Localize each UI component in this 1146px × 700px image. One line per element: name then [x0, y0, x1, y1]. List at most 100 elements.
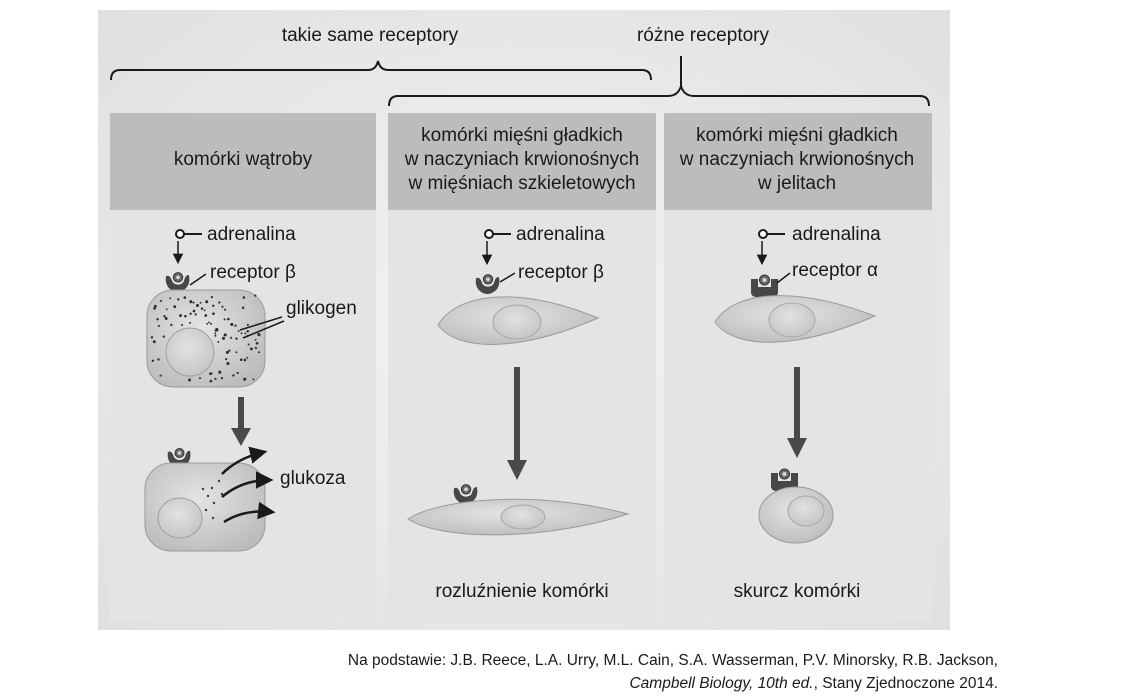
glycogen-granule [208, 321, 210, 324]
glycogen-granule [189, 312, 192, 315]
glycogen-granule [169, 297, 172, 300]
glycogen-granule [205, 300, 209, 304]
glycogen-granule [188, 378, 191, 382]
glycogen-granule [218, 370, 222, 374]
glycogen-granule [247, 343, 250, 346]
glycogen-granule [221, 305, 224, 308]
glycogen-granule [243, 358, 247, 362]
glycogen-granule [222, 336, 225, 339]
adrenaline-molecule-icon [758, 229, 768, 239]
process-arrow-head [507, 460, 527, 480]
panel-title-line: komórki wątroby [174, 149, 313, 170]
glycogen-granule [237, 329, 240, 332]
panel-title-line: w jelitach [757, 173, 836, 194]
receptor-label: receptor β [210, 262, 296, 283]
glycogen-granule [232, 374, 235, 377]
panel-header [110, 113, 376, 210]
glycogen-granule [230, 336, 233, 339]
glycogen-granule [209, 379, 213, 383]
glycogen-granule [223, 318, 226, 321]
brace-same [110, 60, 652, 81]
glycogen-granule [252, 378, 255, 381]
glycogen-granule [151, 359, 155, 363]
panel-header [664, 113, 932, 210]
citation-line-1: Na podstawie: J.B. Reece, L.A. Urry, M.L… [347, 652, 998, 669]
glycogen-granule [200, 307, 204, 310]
glycogen-granule [224, 308, 227, 311]
glycogen-granule [255, 341, 259, 345]
glucose-label: glukoza [280, 468, 346, 489]
adrenaline-molecule-icon [484, 229, 494, 239]
glycogen-leader [239, 316, 283, 331]
glycogen-granule [242, 296, 246, 299]
receptor-label: receptor α [792, 260, 878, 281]
glycogen-granule [223, 333, 227, 337]
glycogen-granule [181, 323, 184, 327]
glycogen-dots [150, 294, 261, 383]
receptor-label: receptor β [518, 262, 604, 283]
adrenaline-label: adrenalina [207, 224, 296, 245]
glycogen-granule [235, 351, 238, 354]
glycogen-granule [236, 371, 239, 375]
glycogen-granule [189, 321, 192, 324]
glycogen-granule [183, 296, 187, 299]
glycogen-granule [217, 341, 220, 343]
glycogen-granule [234, 324, 237, 327]
glycogen-granule [244, 332, 247, 335]
glycogen-granule [243, 377, 247, 381]
panel-title-line: w naczyniach krwionośnych [679, 149, 914, 170]
panel-title-line: w mięśniach szkieletowych [407, 173, 635, 194]
receptor-alpha-icon [771, 468, 798, 491]
glycogen-granule [195, 303, 200, 308]
glycogen-granule [199, 301, 202, 304]
receptor-leader [189, 273, 207, 286]
glucose-dots [201, 479, 224, 520]
glycogen-granule [153, 304, 157, 308]
glycogen-granule [241, 306, 245, 309]
panel-body [388, 210, 656, 622]
glycogen-granule [239, 358, 243, 361]
glycogen-granule [157, 324, 160, 327]
glycogen-granule [173, 305, 177, 309]
glycogen-granule [210, 322, 213, 325]
glycogen-granule [210, 372, 213, 375]
panel-title-line: komórki mięśni gładkich [696, 125, 898, 146]
glycogen-granule [246, 329, 249, 333]
glycogen-granule [192, 309, 196, 313]
glycogen-granule [254, 294, 257, 297]
glycogen-granule [179, 314, 182, 318]
glycogen-granule [159, 374, 162, 377]
group-label-different: różne receptory [637, 25, 770, 46]
glycogen-granule [230, 322, 234, 326]
glycogen-granule [235, 337, 238, 340]
result-label: rozluźnienie komórki [435, 581, 608, 602]
group-label-same: takie same receptory [282, 25, 459, 46]
cell-nucleus [500, 504, 546, 530]
cell-nucleus [768, 302, 816, 338]
glycogen-granule [227, 317, 230, 321]
glycogen-granule [189, 300, 193, 304]
glycogen-granule [225, 358, 228, 361]
receptor-leader [499, 272, 516, 283]
glucose-arrow [221, 446, 268, 475]
glycogen-granule [198, 377, 202, 380]
citation-book-title: Campbell Biology, 10th ed. [629, 675, 814, 692]
liver-nucleus-after [157, 497, 203, 539]
glycogen-granule [156, 318, 159, 321]
process-arrow-head [231, 428, 251, 446]
glycogen-granule [254, 346, 258, 350]
glycogen-granule [226, 361, 230, 366]
glycogen-granule [214, 334, 217, 337]
adrenaline-label: adrenalina [516, 224, 605, 245]
glycogen-granule [165, 308, 168, 311]
cell-nucleus [492, 304, 542, 340]
glucose-arrow [221, 471, 274, 498]
glycogen-granule [206, 322, 209, 325]
glycogen-granule [157, 358, 160, 361]
glycogen-granule [203, 309, 206, 312]
receptor-alpha-icon [751, 274, 778, 297]
process-arrow-head [787, 438, 807, 458]
glycogen-granule [240, 332, 243, 335]
panel-title-line: komórki mięśni gładkich [421, 125, 623, 146]
